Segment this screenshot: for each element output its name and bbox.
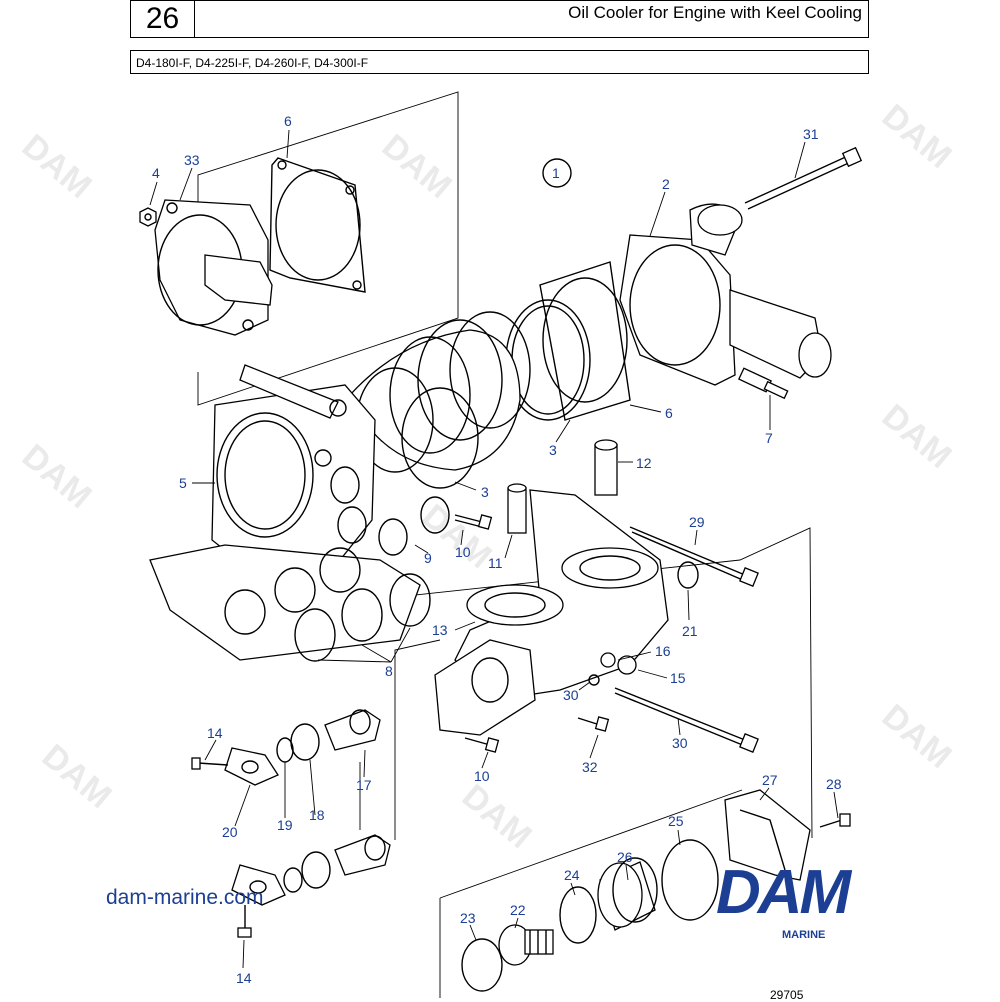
callout-24: 24 bbox=[564, 867, 580, 883]
watermark-layer: DAM DAM DAM DAM DAM DAM DAM DAM DAM bbox=[15, 97, 959, 856]
watermark: DAM bbox=[875, 397, 959, 476]
o-ring bbox=[677, 561, 699, 589]
callout-10: 10 bbox=[455, 544, 471, 560]
outlet-housing bbox=[619, 203, 832, 386]
callout-5: 5 bbox=[179, 475, 187, 491]
callout-6-lower: 6 bbox=[665, 405, 673, 421]
o-ring bbox=[401, 387, 479, 489]
callout-26: 26 bbox=[617, 849, 633, 865]
callout-18: 18 bbox=[309, 807, 325, 823]
callout-2: 2 bbox=[662, 176, 670, 192]
nipple bbox=[507, 483, 527, 534]
watermark: DAM bbox=[375, 127, 459, 206]
callout-32: 32 bbox=[582, 759, 598, 775]
callout-23: 23 bbox=[460, 910, 476, 926]
callout-15: 15 bbox=[670, 670, 686, 686]
long-bolt-top bbox=[744, 146, 863, 210]
callout-7: 7 bbox=[765, 430, 773, 446]
callout-27: 27 bbox=[762, 772, 778, 788]
callout-3: 3 bbox=[549, 442, 557, 458]
o-ring-small bbox=[461, 938, 503, 992]
watermark: DAM bbox=[455, 777, 539, 856]
callout-labels: 6 33 4 31 2 6 7 3 3 12 5 9 10 11 29 13 2… bbox=[152, 113, 842, 986]
large-o-rings bbox=[294, 573, 431, 662]
group-marker: 1 bbox=[542, 158, 572, 188]
callout-3-lower: 3 bbox=[481, 484, 489, 500]
callout-6: 6 bbox=[284, 113, 292, 129]
callout-4: 4 bbox=[152, 165, 160, 181]
dam-logo: DAM bbox=[716, 858, 851, 927]
plug bbox=[588, 652, 637, 686]
callout-22: 22 bbox=[510, 902, 526, 918]
callout-8: 8 bbox=[385, 663, 393, 679]
callout-25: 25 bbox=[668, 813, 684, 829]
callout-29: 29 bbox=[689, 514, 705, 530]
connector-pipe bbox=[334, 834, 391, 876]
page-number: 26 bbox=[130, 0, 195, 38]
callout-31: 31 bbox=[803, 126, 819, 142]
callout-33: 33 bbox=[184, 152, 200, 168]
small-o-rings bbox=[378, 496, 450, 556]
watermark: DAM bbox=[875, 97, 959, 176]
filter-head bbox=[434, 489, 669, 736]
filter-element bbox=[597, 857, 658, 931]
thermostat-valve bbox=[498, 924, 554, 966]
nipple bbox=[594, 439, 618, 496]
o-rings-lower bbox=[283, 851, 331, 893]
callout-19: 19 bbox=[277, 817, 293, 833]
o-ring-medium bbox=[559, 886, 597, 944]
o-ring-large bbox=[661, 839, 719, 921]
callout-14: 14 bbox=[207, 725, 223, 741]
flange bbox=[231, 864, 286, 938]
cooler-housing bbox=[149, 364, 421, 661]
end-cover bbox=[154, 199, 273, 336]
callout-11: 11 bbox=[488, 555, 503, 571]
dam-logo-subtitle: MARINE bbox=[782, 929, 826, 941]
callout-12: 12 bbox=[636, 455, 652, 471]
flange bbox=[191, 747, 279, 786]
watermark: DAM bbox=[15, 437, 99, 516]
website-link[interactable]: dam-marine.com bbox=[106, 886, 264, 909]
assembly-frames bbox=[197, 91, 813, 998]
bolts bbox=[464, 716, 610, 753]
cooler-core bbox=[349, 311, 531, 473]
group-marker-label: 1 bbox=[552, 165, 560, 181]
callout-20: 20 bbox=[222, 824, 238, 840]
callout-10-lower: 10 bbox=[474, 768, 490, 784]
callout-30-lower: 30 bbox=[672, 735, 688, 751]
leader-lines bbox=[149, 129, 839, 969]
callout-30: 30 bbox=[563, 687, 579, 703]
connector-pipe bbox=[324, 709, 381, 751]
callout-28: 28 bbox=[826, 776, 842, 792]
housing-gasket bbox=[539, 261, 631, 421]
watermark: DAM bbox=[875, 697, 959, 776]
bracket bbox=[724, 789, 851, 881]
callout-21: 21 bbox=[682, 623, 698, 639]
page-title: Oil Cooler for Engine with Keel Cooling bbox=[194, 0, 869, 38]
watermark: DAM bbox=[35, 737, 119, 816]
o-rings-upper bbox=[276, 723, 320, 763]
long-bolts bbox=[614, 526, 759, 753]
callout-13: 13 bbox=[432, 622, 448, 638]
sensor-fitting bbox=[738, 367, 789, 400]
model-list: D4-180I-F, D4-225I-F, D4-260I-F, D4-300I… bbox=[130, 50, 869, 74]
pipe-guide-lines bbox=[359, 639, 441, 840]
drawing-number: 29705 bbox=[770, 988, 804, 1002]
end-cover-nut bbox=[139, 207, 157, 227]
callout-16: 16 bbox=[655, 643, 671, 659]
callout-17: 17 bbox=[356, 777, 372, 793]
callout-9: 9 bbox=[424, 550, 432, 566]
watermark: DAM bbox=[15, 127, 99, 206]
callout-14-lower: 14 bbox=[236, 970, 252, 986]
bolt bbox=[454, 514, 493, 530]
cover-gasket bbox=[269, 157, 366, 293]
